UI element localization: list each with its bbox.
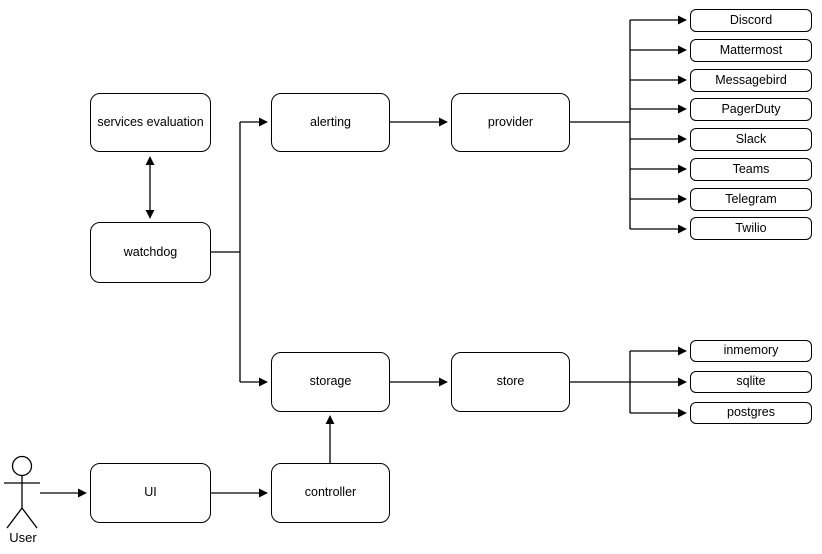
node-provider[interactable]: provider: [451, 93, 570, 152]
node-alerting[interactable]: alerting: [271, 93, 390, 152]
node-provider-discord[interactable]: Discord: [690, 9, 812, 32]
node-store-postgres[interactable]: postgres: [690, 402, 812, 424]
node-provider-mattermost[interactable]: Mattermost: [690, 39, 812, 62]
node-controller[interactable]: controller: [271, 463, 390, 523]
node-provider-pagerduty[interactable]: PagerDuty: [690, 98, 812, 121]
node-provider-messagebird[interactable]: Messagebird: [690, 69, 812, 92]
node-provider-slack[interactable]: Slack: [690, 128, 812, 151]
node-storage[interactable]: storage: [271, 352, 390, 412]
user-actor-label: User: [9, 530, 37, 545]
node-watchdog[interactable]: watchdog: [90, 222, 211, 283]
node-provider-telegram[interactable]: Telegram: [690, 188, 812, 211]
node-store-sqlite[interactable]: sqlite: [690, 371, 812, 393]
node-provider-twilio[interactable]: Twilio: [690, 217, 812, 240]
user-actor-figure: [4, 455, 40, 529]
node-ui[interactable]: UI: [90, 463, 211, 523]
node-services-evaluation[interactable]: services evaluation: [90, 93, 211, 152]
node-provider-teams[interactable]: Teams: [690, 158, 812, 181]
node-store-inmemory[interactable]: inmemory: [690, 340, 812, 362]
node-store[interactable]: store: [451, 352, 570, 412]
